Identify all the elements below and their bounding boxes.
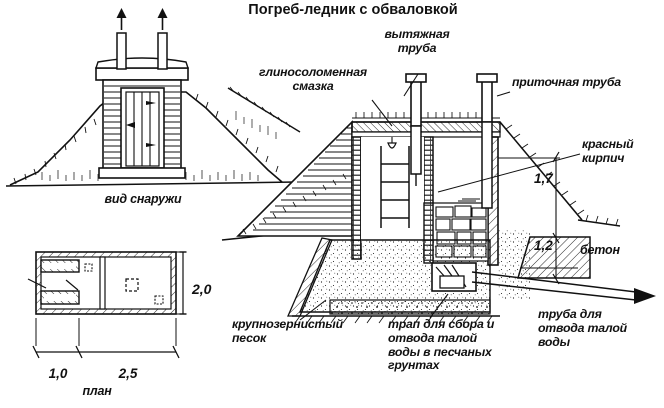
label-inlet-pipe: приточная труба xyxy=(512,75,621,89)
label-coarse-sand: крупнозернистый песок xyxy=(232,317,343,345)
label-concrete: бетон xyxy=(580,243,620,257)
label-drain-trap: трап для сбора и отвода талой воды в пес… xyxy=(388,317,495,373)
cross-section-drawing xyxy=(221,73,656,324)
section-dimension-lower: 1,2 xyxy=(534,238,553,253)
label-exhaust-pipe: вытяжная труба xyxy=(384,27,450,55)
section-dimension-upper: 1,7 xyxy=(534,171,553,186)
plan-dimension-height: 2,0 xyxy=(192,281,212,297)
plan-dimension-left: 1,0 xyxy=(48,366,68,381)
label-red-brick: красный кирпич xyxy=(582,137,634,165)
label-meltwater-pipe: труба для отвода талой воды xyxy=(538,307,627,349)
label-plan-view: план xyxy=(82,384,112,398)
label-exterior-view: вид снаружи xyxy=(104,192,182,206)
figure-title: Погреб-ледник с обваловкой xyxy=(248,2,458,18)
arrow-up-icon xyxy=(116,8,168,30)
plan-dimension-right: 2,5 xyxy=(118,366,138,381)
plan-view-drawing xyxy=(27,251,187,359)
label-clay-straw-coating: глиносоломенная смазка xyxy=(259,65,367,93)
exterior-view-drawing xyxy=(5,8,297,187)
